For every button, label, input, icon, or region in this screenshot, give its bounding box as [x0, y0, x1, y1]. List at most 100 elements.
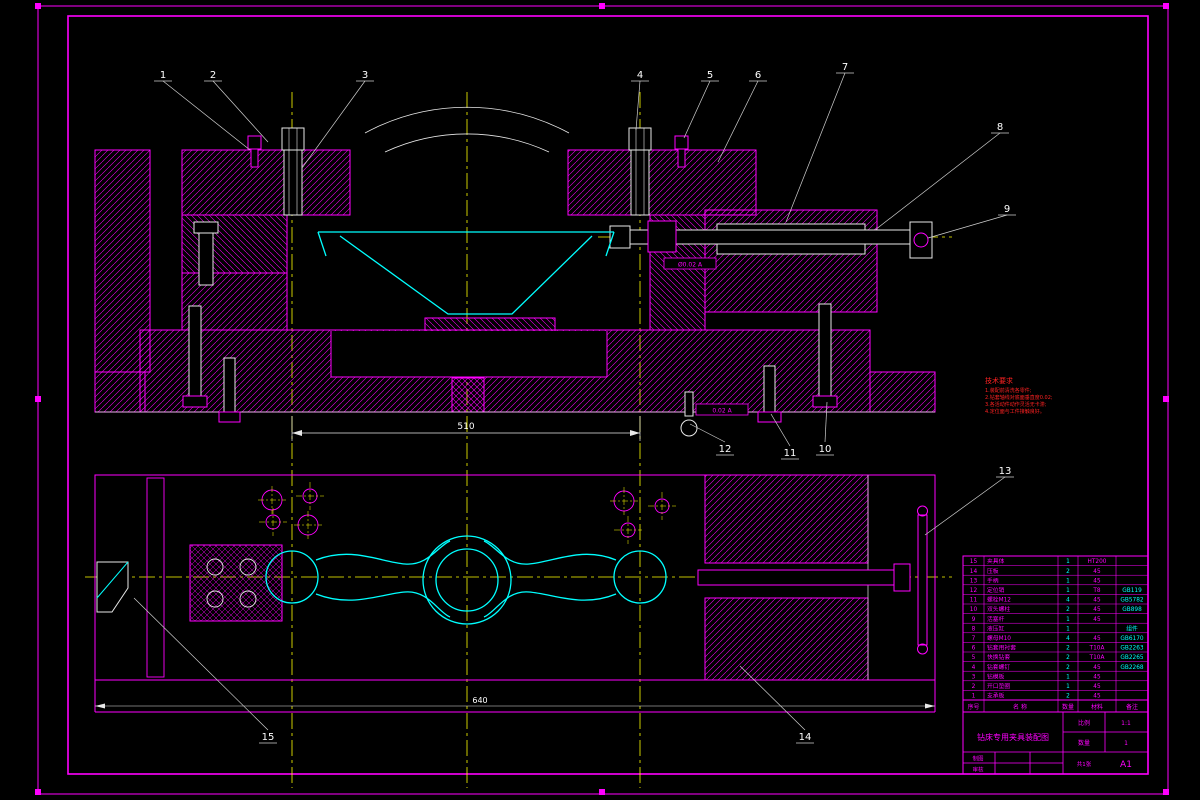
bom-cell: 钻套用衬套 [987, 644, 1016, 652]
callout-number: 4 [637, 70, 643, 81]
bom-cell: 45 [1093, 684, 1101, 690]
bom-cell: T10A [1089, 655, 1105, 661]
bom-cell: 2 [1066, 694, 1070, 700]
bom-cell: 钻模板 [987, 672, 1005, 680]
callout-number: 10 [819, 444, 832, 455]
jig-plate-left [181, 149, 351, 216]
bom-cell: 压板 [987, 567, 999, 575]
workpiece-plan [265, 535, 667, 625]
bom-cell: 7 [972, 636, 976, 642]
bom-cell: 45 [1093, 674, 1101, 680]
bom-cell: 14 [970, 569, 978, 575]
tolerance-frames: Ø0.02 A 0.02 A [663, 257, 749, 416]
bom-cell: 活塞杆 [987, 615, 1005, 623]
bom-cell: GB2265 [1120, 655, 1144, 661]
border-frame [35, 3, 1169, 795]
bom-cell: 12 [970, 588, 978, 594]
callout-number: 1 [160, 70, 166, 81]
sheet-label: 共1张 [1077, 760, 1092, 768]
bom-cell: 6 [972, 646, 976, 652]
bom-cell: 45 [1093, 578, 1101, 584]
bom-cell: 钻套螺钉 [987, 663, 1010, 671]
bom-cell: 1 [1066, 588, 1070, 594]
scale-value: 1:1 [1121, 720, 1131, 727]
format-value: A1 [1120, 760, 1132, 770]
jig-plate-right [567, 149, 757, 216]
callout-leader [717, 80, 759, 163]
drawing-title: 钻床专用夹具装配图 [977, 732, 1049, 742]
tech-requirements-line: 1.装配前清洗各零件; [985, 387, 1032, 394]
dimension-510: 510 [291, 416, 641, 441]
front-view: Ø0.02 A 0.02 A 510 [94, 106, 936, 441]
callout-leader [785, 72, 846, 223]
bom-cell: 开口垫圈 [987, 682, 1010, 690]
tolerance-frame-text: 0.02 A [712, 408, 732, 415]
bom-cell: GB2268 [1120, 665, 1144, 671]
callout-leader [924, 476, 1006, 536]
bom-header-cell: 材料 [1091, 703, 1103, 711]
clamp-block-left [189, 544, 283, 622]
workpiece-section [317, 231, 615, 315]
tech-requirements-line: 3.各活动件动作灵活无卡滞; [985, 401, 1047, 408]
callout-number: 7 [842, 62, 848, 73]
bom-cell: 快换钻套 [987, 653, 1010, 661]
tech-requirements-title: 技术要求 [985, 376, 1013, 385]
drill-holes [258, 482, 676, 544]
bom-cell: 15 [970, 559, 978, 565]
bom-cell: 2 [1066, 569, 1070, 575]
callout-leader [739, 665, 806, 731]
bom-cell: 1 [1066, 674, 1070, 680]
bom-cell: 4 [1066, 636, 1070, 642]
callout-leader [927, 214, 1008, 239]
plan-front-edge [94, 680, 936, 713]
bom-cell: GB2263 [1120, 646, 1144, 652]
callout-number: 12 [719, 444, 732, 455]
base-opening-edges [330, 331, 608, 378]
bom-cell: 1 [1066, 626, 1070, 632]
bom-cell: 13 [970, 578, 978, 584]
bom-cell: 45 [1093, 569, 1101, 575]
qty-value: 1 [1124, 740, 1128, 747]
callout-leader [301, 80, 366, 169]
drill-bushing-left [247, 127, 305, 216]
dimension-label: 640 [472, 696, 487, 705]
bom-cell: 4 [1066, 598, 1070, 604]
bom-cell: 45 [1093, 617, 1101, 623]
drill-bushing-right [628, 127, 689, 216]
plan-outline [94, 474, 936, 681]
bom-cell: T8 [1092, 588, 1101, 594]
bom-cell: 1 [1066, 578, 1070, 584]
bom-cell: 45 [1093, 636, 1101, 642]
bom-cell: 2 [1066, 665, 1070, 671]
bom-header-cell: 数量 [1062, 703, 1074, 711]
bom-cell: 4 [972, 665, 976, 671]
bom-cell: 组件 [1126, 624, 1138, 632]
bom-header-cell: 备注 [1126, 703, 1138, 711]
bom-header-cell: 序号 [967, 703, 979, 711]
dimension-label: 510 [457, 422, 474, 432]
drafter-label: 制图 [972, 755, 984, 763]
clamp-handle [697, 505, 928, 655]
callout-number: 11 [784, 448, 797, 459]
plan-left-rib [146, 477, 165, 678]
bom-cell: 1 [972, 694, 976, 700]
bom-cell: 8 [972, 626, 976, 632]
checker-label: 审核 [972, 766, 984, 774]
callout-leader [824, 401, 828, 443]
tolerance-frame-text: Ø0.02 A [678, 262, 703, 269]
bom-cell: 定位销 [987, 586, 1005, 594]
bom-cell: 11 [970, 598, 978, 604]
bom-cell: 9 [972, 617, 976, 623]
bom-cell: T10A [1089, 646, 1105, 652]
bom-cell: 液压缸 [987, 624, 1005, 632]
callout-number: 13 [999, 466, 1012, 477]
bom-cell: 1 [1066, 684, 1070, 690]
qty-label: 数量 [1078, 739, 1090, 747]
bom-header-cell: 名 称 [1013, 703, 1027, 711]
bom-cell: 支承板 [987, 692, 1005, 700]
scale-label: 比例 [1078, 719, 1090, 727]
callout-number: 15 [262, 732, 275, 743]
